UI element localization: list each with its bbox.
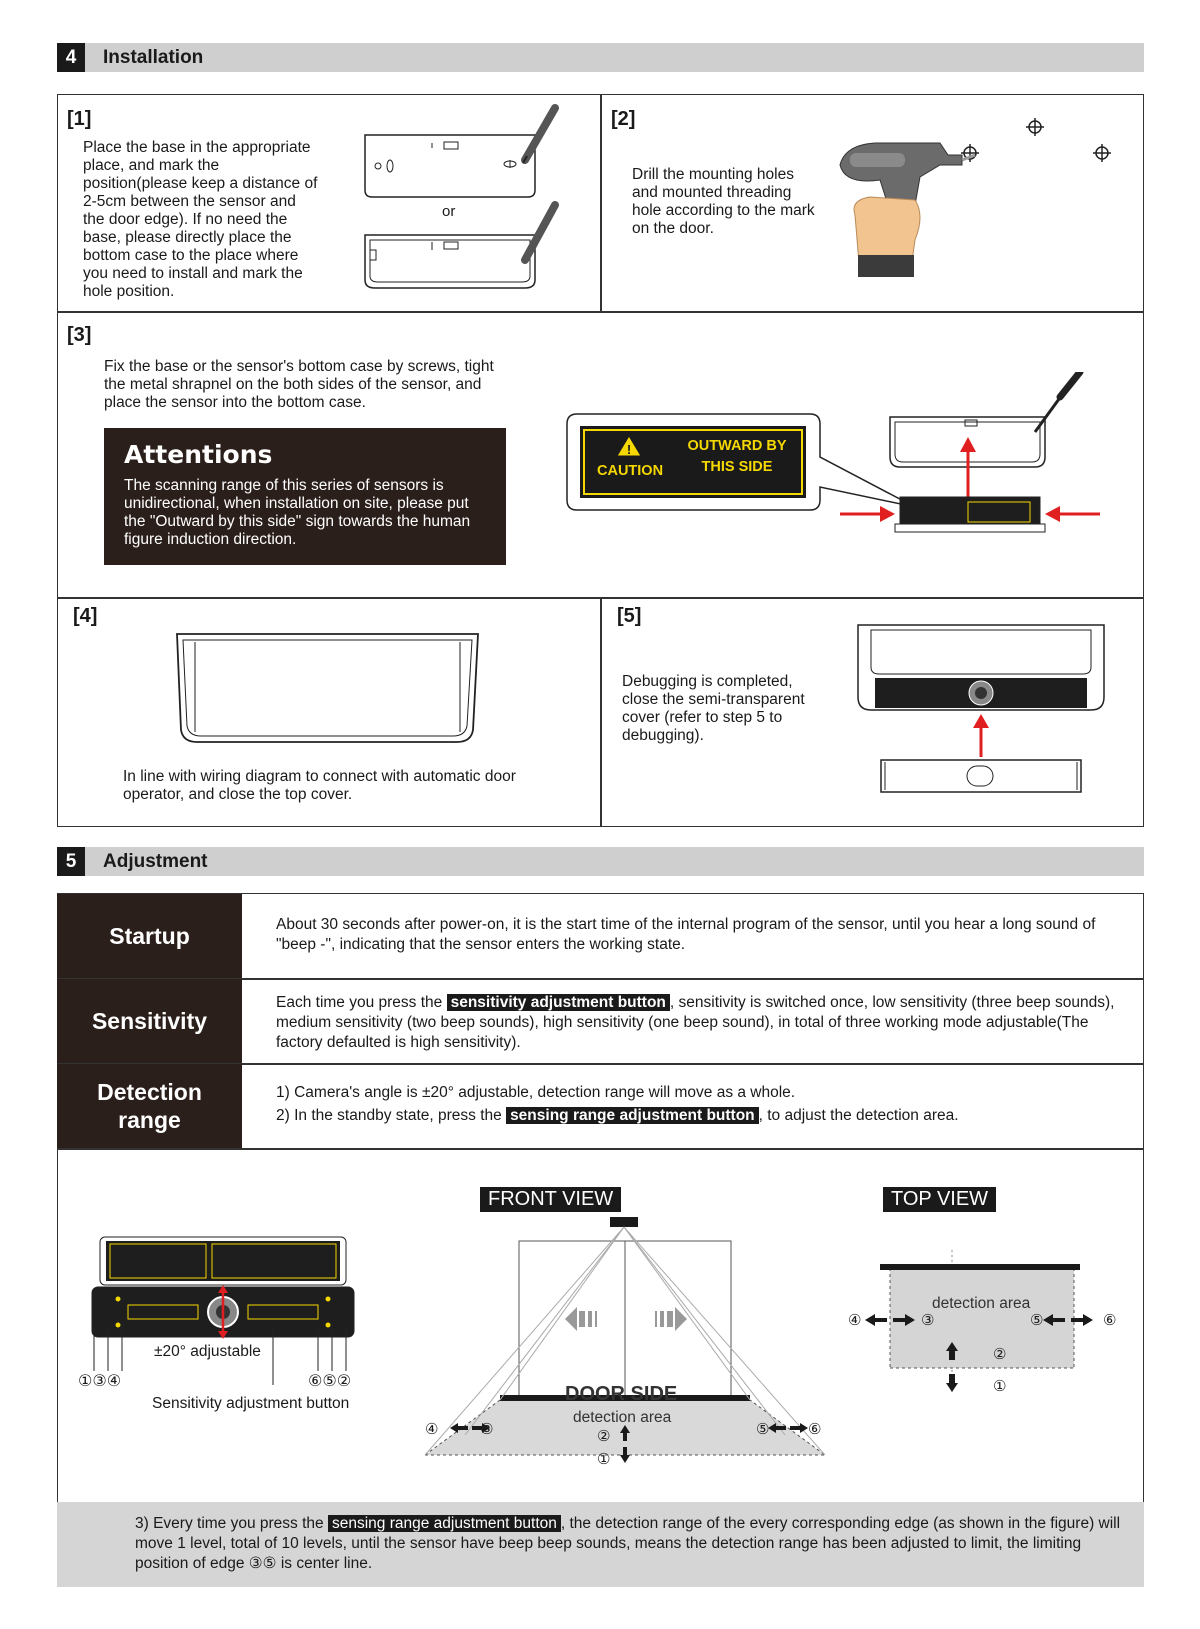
top-marker-6: ⑥ <box>1103 1312 1117 1329</box>
right-marker-labels: ⑥⑤② <box>308 1373 352 1390</box>
front-marker-6: ⑥ <box>808 1421 822 1438</box>
closed-sensor-illustration <box>176 633 479 743</box>
top-marker-5: ⑤ <box>1030 1312 1044 1329</box>
step-5-text: Debugging is completed, close the semi-t… <box>622 673 805 744</box>
sensitivity-button-label: Sensitivity adjustment button <box>152 1395 350 1412</box>
angle-adjustable-label: ±20° adjustable <box>154 1343 261 1360</box>
sensitivity-text-post: , sensitivity is switched once, low sens… <box>276 994 1115 1051</box>
drill-illustration <box>839 118 1111 277</box>
step-4-text: In line with wiring diagram to connect w… <box>123 768 516 803</box>
step-3-number: [3] <box>67 324 92 346</box>
left-marker-labels: ①③④ <box>78 1373 122 1390</box>
section-4-header: 4 Installation <box>57 43 1144 72</box>
front-view-diagram <box>425 1217 825 1463</box>
grid-divider <box>600 94 602 312</box>
sensitivity-text: Each time you press the sensitivity adju… <box>276 993 1126 1053</box>
svg-text:!: ! <box>627 442 631 457</box>
detection-line-2-pre: 2) In the standby state, press the <box>276 1107 507 1124</box>
note-text-post: , the detection range of the every corre… <box>135 1515 1121 1572</box>
sensing-range-button-highlight: sensing range adjustment button <box>506 1107 759 1124</box>
step-1-text: Place the base in the appropriate place,… <box>83 139 318 300</box>
front-marker-2: ② <box>597 1428 611 1445</box>
section-5-title: Adjustment <box>103 851 208 872</box>
top-detection-area-label: detection area <box>932 1295 1031 1312</box>
detection-line-2-post: , to adjust the detection area. <box>758 1107 959 1124</box>
front-marker-3: ③ <box>480 1421 494 1438</box>
sensitivity-button-highlight: sensitivity adjustment button <box>446 994 670 1011</box>
section-4-number: 4 <box>57 43 85 72</box>
section-5-header: 5 Adjustment <box>57 847 1144 876</box>
detection-line-1: 1) Camera's angle is ±20° adjustable, de… <box>276 1084 796 1101</box>
step-5-number: [5] <box>617 605 642 627</box>
step-2-text: Drill the mounting holes and mounted thr… <box>632 166 815 237</box>
note-text-pre: 3) Every time you press the <box>135 1515 328 1532</box>
attentions-text: The scanning range of this series of sen… <box>124 477 471 548</box>
table-divider <box>57 1063 1144 1065</box>
outward-label-line2: THIS SIDE <box>701 459 773 475</box>
front-view-label: FRONT VIEW <box>480 1187 622 1212</box>
top-marker-1: ① <box>993 1378 1007 1395</box>
front-marker-1: ① <box>597 1451 611 1468</box>
detection-label-line2: range <box>118 1107 181 1133</box>
attentions-title: Attentions <box>124 440 273 469</box>
step-1-number: [1] <box>67 108 92 130</box>
table-divider <box>57 1148 1144 1150</box>
or-label: or <box>442 203 456 220</box>
door-side-label: DOOR SIDE <box>565 1383 678 1405</box>
top-marker-3: ③ <box>921 1312 935 1329</box>
detection-label-line1: Detection <box>97 1079 202 1105</box>
step-3-text: Fix the base or the sensor's bottom case… <box>104 358 494 411</box>
detection-line-2: 2) In the standby state, press the sensi… <box>276 1106 1126 1126</box>
grid-divider <box>57 311 1144 313</box>
section-4-title: Installation <box>103 47 204 68</box>
step-2-number: [2] <box>611 108 636 130</box>
section-5-number: 5 <box>57 847 85 876</box>
attentions-box: Attentions The scanning range of this se… <box>104 428 506 565</box>
cover-closing-illustration <box>857 624 1105 793</box>
front-detection-area-label: detection area <box>573 1409 672 1426</box>
outward-label-line1: OUTWARD BY <box>687 438 787 454</box>
table-divider <box>57 978 1144 980</box>
sensor-mounting-illustration <box>840 372 1100 533</box>
note-button-highlight: sensing range adjustment button <box>327 1515 561 1532</box>
front-marker-4: ④ <box>425 1421 439 1438</box>
sensitivity-text-pre: Each time you press the <box>276 994 447 1011</box>
range-adjustment-note-text: 3) Every time you press the sensing rang… <box>135 1514 1125 1574</box>
front-marker-5: ⑤ <box>756 1421 770 1438</box>
caution-callout-frame: ! <box>566 413 915 511</box>
startup-label: Startup <box>57 894 242 978</box>
grid-divider <box>600 597 602 827</box>
base-marking-illustration <box>364 104 559 289</box>
top-view-diagram <box>865 1250 1093 1395</box>
top-marker-2: ② <box>993 1346 1007 1363</box>
range-adjustment-note: 3) Every time you press the sensing rang… <box>57 1502 1144 1587</box>
top-view-label: TOP VIEW <box>883 1187 997 1212</box>
top-marker-4: ④ <box>848 1312 862 1329</box>
step-4-number: [4] <box>73 605 98 627</box>
caution-label: CAUTION <box>597 463 664 479</box>
startup-text: About 30 seconds after power-on, it is t… <box>276 916 1096 953</box>
sensitivity-label: Sensitivity <box>57 979 242 1063</box>
detection-range-label: Detection range <box>57 1064 242 1148</box>
sensor-panel-illustration <box>91 1236 355 1339</box>
marker-leader-lines <box>93 1325 347 1385</box>
